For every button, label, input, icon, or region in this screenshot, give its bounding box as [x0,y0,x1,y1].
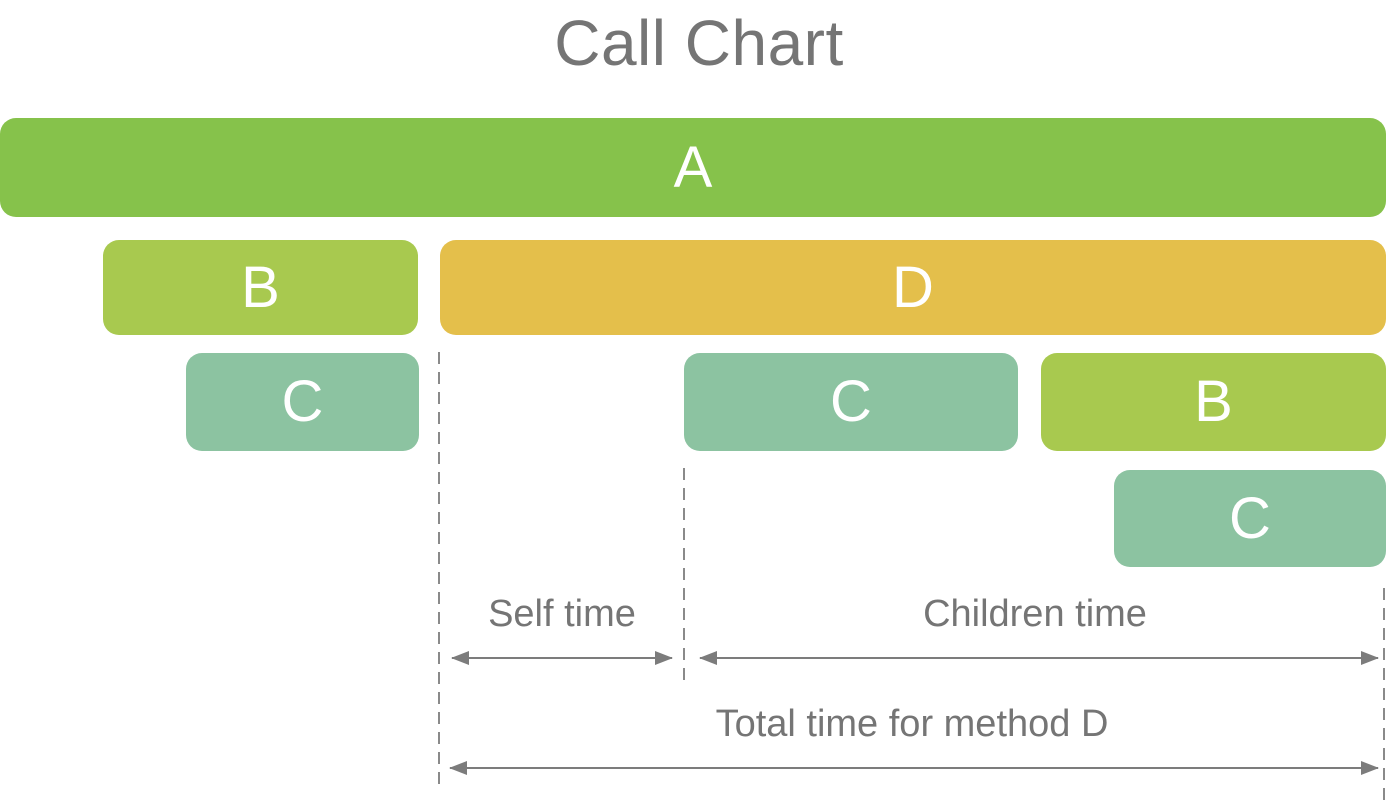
call-bar-d-under-a: D [440,240,1386,335]
call-bar-c-under-d: C [684,353,1018,451]
bar-label-b: B [1194,369,1233,434]
dashed-guide-d-end [1383,588,1385,804]
total-time-arrow [449,761,1379,775]
bar-label-c: C [830,369,872,434]
children-time-label: Children time [923,593,1147,635]
call-bar-c-under-b2: C [1114,470,1386,567]
bar-label-d: D [892,254,934,320]
total-time-label: Total time for method D [715,703,1109,745]
bar-label-a: A [673,134,713,200]
children-time-arrow [699,651,1379,665]
bar-label-c: C [281,369,324,434]
call-bar-c-under-b: C [186,353,419,451]
bar-label-b: B [241,254,280,320]
call-bar-a-root: A [0,118,1386,217]
call-bar-b-under-d: B [1041,353,1386,451]
bar-label-c: C [1229,485,1271,551]
self-time-label: Self time [488,593,636,635]
diagram-title: Call Chart [554,7,844,79]
dashed-guide-d-start [438,352,440,790]
self-time-arrow [451,651,673,665]
call-bar-b-under-a: B [103,240,418,335]
dashed-guide-children-start [683,468,685,688]
